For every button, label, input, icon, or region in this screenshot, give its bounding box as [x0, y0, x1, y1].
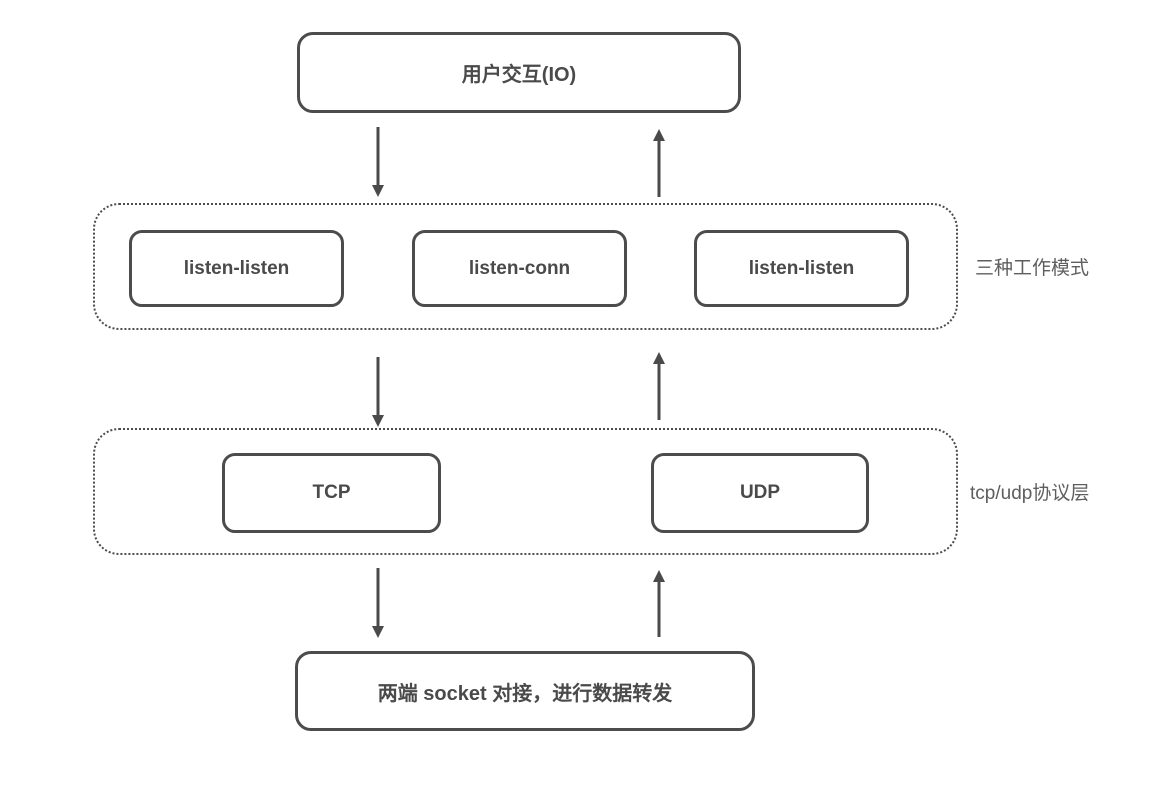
- arrow-io-to-modes: [371, 127, 385, 197]
- arrowhead-down-icon: [372, 415, 384, 427]
- node-udp-label: UDP: [739, 482, 781, 503]
- group-modes-label: 三种工作模式: [975, 258, 1090, 279]
- node-user-io-label: 用户交互(IO): [461, 64, 577, 86]
- node-mode-listen-listen-2: listen-listen: [694, 230, 909, 307]
- arrow-protocol-to-modes: [652, 352, 666, 420]
- arrowhead-up-icon: [653, 570, 665, 582]
- group-protocol: TCP UDP: [93, 428, 958, 555]
- arrow-protocol-to-socket: [371, 568, 385, 638]
- arrow-shaft: [657, 363, 661, 420]
- node-mode-listen-conn: listen-conn: [412, 230, 627, 307]
- group-modes: listen-listen listen-conn listen-listen: [93, 203, 958, 330]
- node-socket-forward-label: 两端 socket 对接，进行数据转发: [377, 682, 673, 705]
- node-tcp-label: TCP: [312, 482, 351, 503]
- arrow-shaft: [376, 127, 380, 186]
- arrowhead-up-icon: [653, 129, 665, 141]
- node-mode-label: listen-listen: [183, 257, 290, 279]
- node-user-io: 用户交互(IO): [297, 32, 741, 113]
- arrow-shaft: [376, 568, 380, 627]
- arrow-modes-to-protocol: [371, 357, 385, 427]
- arrowhead-down-icon: [372, 185, 384, 197]
- arrow-modes-to-io: [652, 129, 666, 197]
- arrow-socket-to-protocol: [652, 570, 666, 637]
- arrow-shaft: [657, 581, 661, 637]
- node-mode-label: listen-conn: [468, 257, 571, 279]
- node-socket-forward: 两端 socket 对接，进行数据转发: [295, 651, 755, 731]
- arrow-shaft: [657, 140, 661, 197]
- node-mode-label: listen-listen: [748, 257, 855, 279]
- group-protocol-label: tcp/udp协议层: [970, 483, 1090, 504]
- node-mode-listen-listen-1: listen-listen: [129, 230, 344, 307]
- node-udp: UDP: [651, 453, 869, 533]
- arrow-shaft: [376, 357, 380, 416]
- node-tcp: TCP: [222, 453, 441, 533]
- arrowhead-up-icon: [653, 352, 665, 364]
- arrowhead-down-icon: [372, 626, 384, 638]
